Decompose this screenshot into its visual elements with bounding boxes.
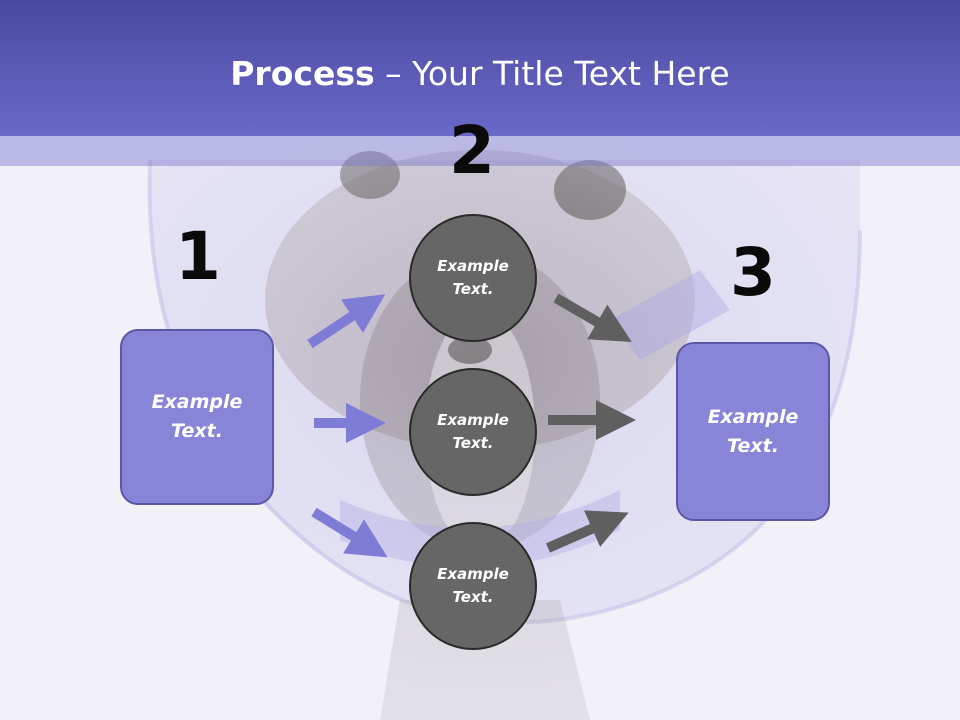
process-circle-bottom[interactable]: Example Text. [409,522,537,650]
title-bold-part: Process [230,54,375,93]
right-process-box[interactable]: Example Text. [676,342,830,521]
right-box-text: Example Text. [707,405,799,457]
step-number-3: 3 [730,234,776,311]
circle-bottom-text: Example Text. [437,565,509,606]
arrow-bottom-to-right [545,510,629,553]
left-box-text: Example Text. [151,391,243,442]
left-process-box[interactable]: Example Text. [120,329,274,505]
circle-top-text: Example Text. [437,257,509,298]
circle-middle-text: Example Text. [437,411,509,452]
title-bar [0,0,960,136]
arrow-left-to-bottom [311,507,388,558]
title-bar-band [0,136,960,166]
title-rest: Your Title Text Here [412,54,730,93]
title-dash: – [374,54,413,93]
arrow-top-to-right [553,293,632,343]
step-number-1: 1 [175,218,221,295]
arrow-left-to-top [307,294,386,349]
process-circle-top[interactable]: Example Text. [409,214,537,342]
process-circle-middle[interactable]: Example Text. [409,368,537,496]
step-number-2: 2 [449,112,495,189]
page-title: Process – Your Title Text Here [0,52,960,96]
